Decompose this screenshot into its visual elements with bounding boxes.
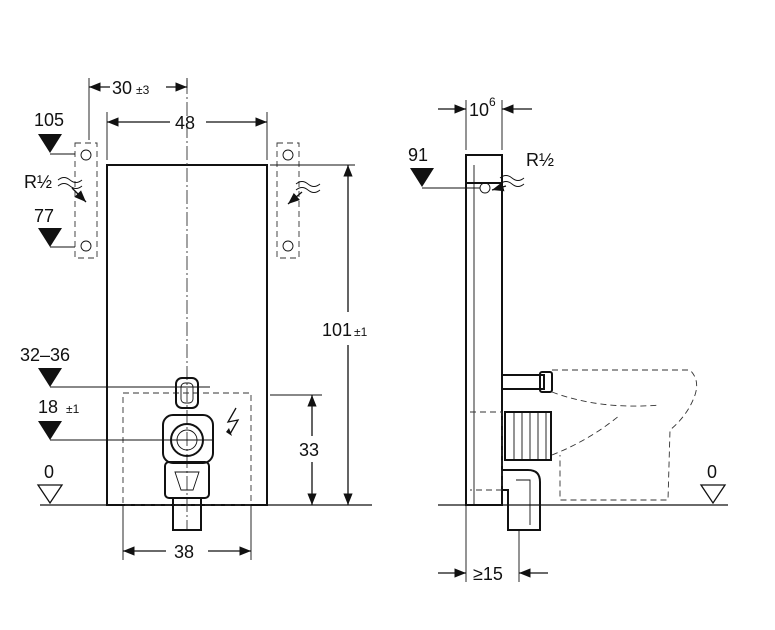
- level-77: 77: [34, 206, 75, 248]
- side-flush-pipe: [501, 371, 553, 393]
- dim-min-value: ≥15: [473, 564, 503, 584]
- front-view: 30 ±3 48 105 R½ 77: [20, 78, 372, 562]
- side-toilet-bowl: [551, 369, 698, 501]
- dim-width: 48: [106, 112, 268, 160]
- dim-bottom: 38: [122, 505, 252, 562]
- side-floor-level-value: 0: [707, 462, 717, 482]
- front-drain-fitting: [162, 377, 214, 531]
- front-floor-level: 0: [36, 462, 64, 505]
- dim-min: ≥15: [438, 505, 548, 584]
- side-module-profile: [465, 154, 503, 506]
- level-32-36: 32–36: [20, 345, 210, 388]
- front-floor-level-value: 0: [44, 462, 54, 482]
- dim-33-value: 33: [299, 440, 319, 460]
- dim-bottom-value: 38: [174, 542, 194, 562]
- level-105-value: 105: [34, 110, 64, 130]
- dim-depth-sup: 6: [489, 95, 496, 109]
- level-91: 91: [408, 145, 480, 189]
- level-18: 18 ±1: [38, 397, 214, 441]
- dim-top-offset-value: 30: [112, 78, 132, 98]
- dim-height-tol: ±1: [354, 325, 368, 339]
- level-77-value: 77: [34, 206, 54, 226]
- left-bracket: [74, 142, 98, 259]
- side-water-connection-icon: [479, 175, 525, 194]
- dim-33: 33: [270, 394, 322, 505]
- level-91-value: 91: [408, 145, 428, 165]
- side-drain-fitting: [470, 411, 552, 531]
- dim-height: 101 ±1: [270, 164, 368, 505]
- side-floor-level: 0: [699, 462, 727, 505]
- level-18-value: 18: [38, 397, 58, 417]
- dim-top-offset-tol: ±3: [136, 83, 150, 97]
- level-18-tol: ±1: [66, 402, 80, 416]
- side-connection-label: R½: [526, 150, 554, 170]
- level-105: 105: [34, 110, 75, 155]
- electrical-connection-icon: [226, 407, 240, 436]
- left-water-connection-icon: [57, 177, 87, 203]
- front-connection-label: R½: [24, 172, 52, 192]
- dim-width-value: 48: [175, 113, 195, 133]
- level-32-36-value: 32–36: [20, 345, 70, 365]
- side-view: 10 6 91 R½ 0 ≥15: [408, 95, 728, 584]
- dim-depth: 10 6: [438, 95, 532, 150]
- dim-height-value: 101: [322, 320, 352, 340]
- right-water-connection-icon: [287, 181, 321, 205]
- right-bracket: [276, 142, 300, 259]
- dim-depth-value: 10: [469, 100, 489, 120]
- dim-top-offset: 30 ±3: [88, 78, 188, 140]
